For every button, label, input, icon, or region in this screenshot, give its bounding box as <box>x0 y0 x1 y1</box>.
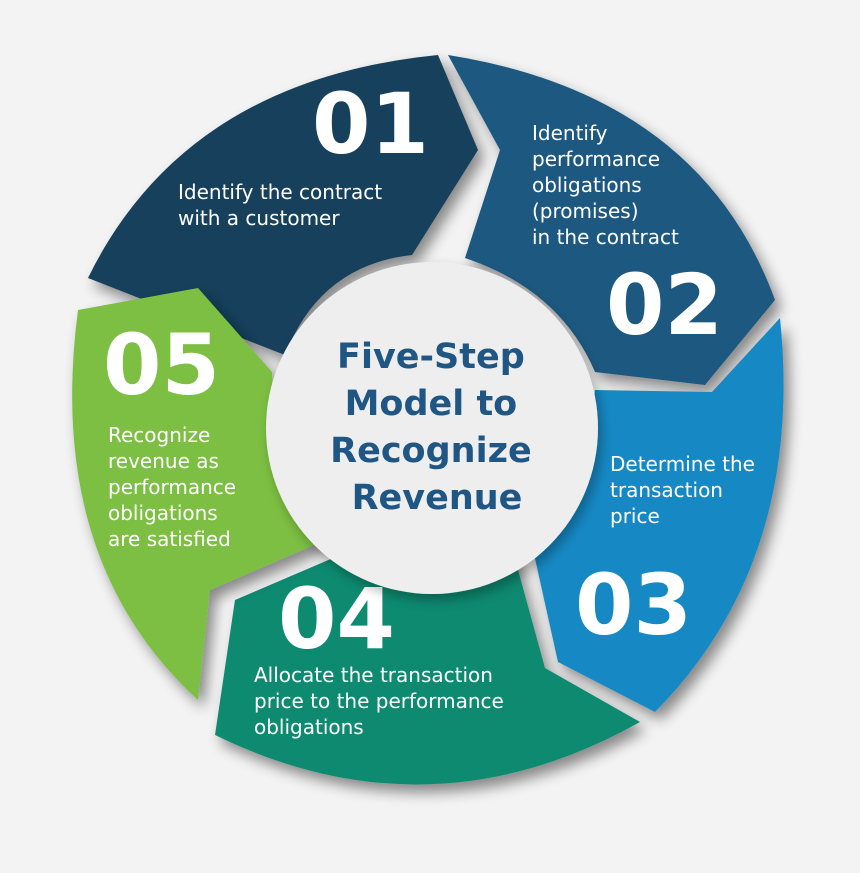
step-5-number: 05 <box>103 316 220 414</box>
center-title-line: Recognize <box>330 431 532 471</box>
step-3-number: 03 <box>575 556 692 654</box>
step-2-description: Identify performance obligations (promis… <box>532 121 679 249</box>
step-2-line: obligations <box>532 173 642 197</box>
step-4-shape <box>215 548 640 785</box>
step-2-number: 02 <box>606 256 723 354</box>
step-2-line: Identify <box>532 121 608 145</box>
step-5-segment: 05 Recognize revenue as performance obli… <box>72 288 330 700</box>
step-5-line: are satisfied <box>108 527 231 551</box>
step-2-line: performance <box>532 147 660 171</box>
step-2-line: in the contract <box>532 225 679 249</box>
step-5-line: Recognize <box>108 423 210 447</box>
step-4-line: obligations <box>254 715 364 739</box>
step-3-line: price <box>610 504 660 528</box>
step-1-description: Identify the contract with a customer <box>178 180 388 230</box>
step-1-number: 01 <box>312 75 429 173</box>
step-2-segment: 02 Identify performance obligations (pro… <box>448 55 775 385</box>
step-3-description: Determine the transaction price <box>610 452 761 528</box>
step-4-description: Allocate the transaction price to the pe… <box>254 663 510 739</box>
step-5-line: revenue as <box>108 449 219 473</box>
step-5-line: obligations <box>108 501 218 525</box>
step-2-line: (promises) <box>532 199 639 223</box>
center-title-line: Five-Step <box>337 337 525 377</box>
center-hub: Five-Step Model to Recognize Revenue <box>266 262 598 594</box>
step-3-line: transaction <box>610 478 723 502</box>
step-4-number: 04 <box>278 570 395 668</box>
step-1-segment: 01 Identify the contract with a customer <box>88 55 478 355</box>
step-4-line: price to the performance <box>254 689 504 713</box>
center-title-line: Model to <box>345 384 518 424</box>
step-5-line: performance <box>108 475 236 499</box>
center-circle <box>266 262 598 594</box>
step-4-line: Allocate the transaction <box>254 663 493 687</box>
step-4-segment: 04 Allocate the transaction price to the… <box>215 548 640 785</box>
step-5-description: Recognize revenue as performance obligat… <box>108 423 242 551</box>
step-1-line: Identify the contract <box>178 180 382 204</box>
step-2-shape <box>448 55 775 385</box>
step-3-line: Determine the <box>610 452 755 476</box>
center-title-line: Revenue <box>352 478 523 518</box>
step-1-shape <box>88 55 478 355</box>
step-5-shape <box>72 288 330 700</box>
step-1-line: with a customer <box>178 206 340 230</box>
center-title: Five-Step Model to Recognize Revenue <box>330 337 544 518</box>
